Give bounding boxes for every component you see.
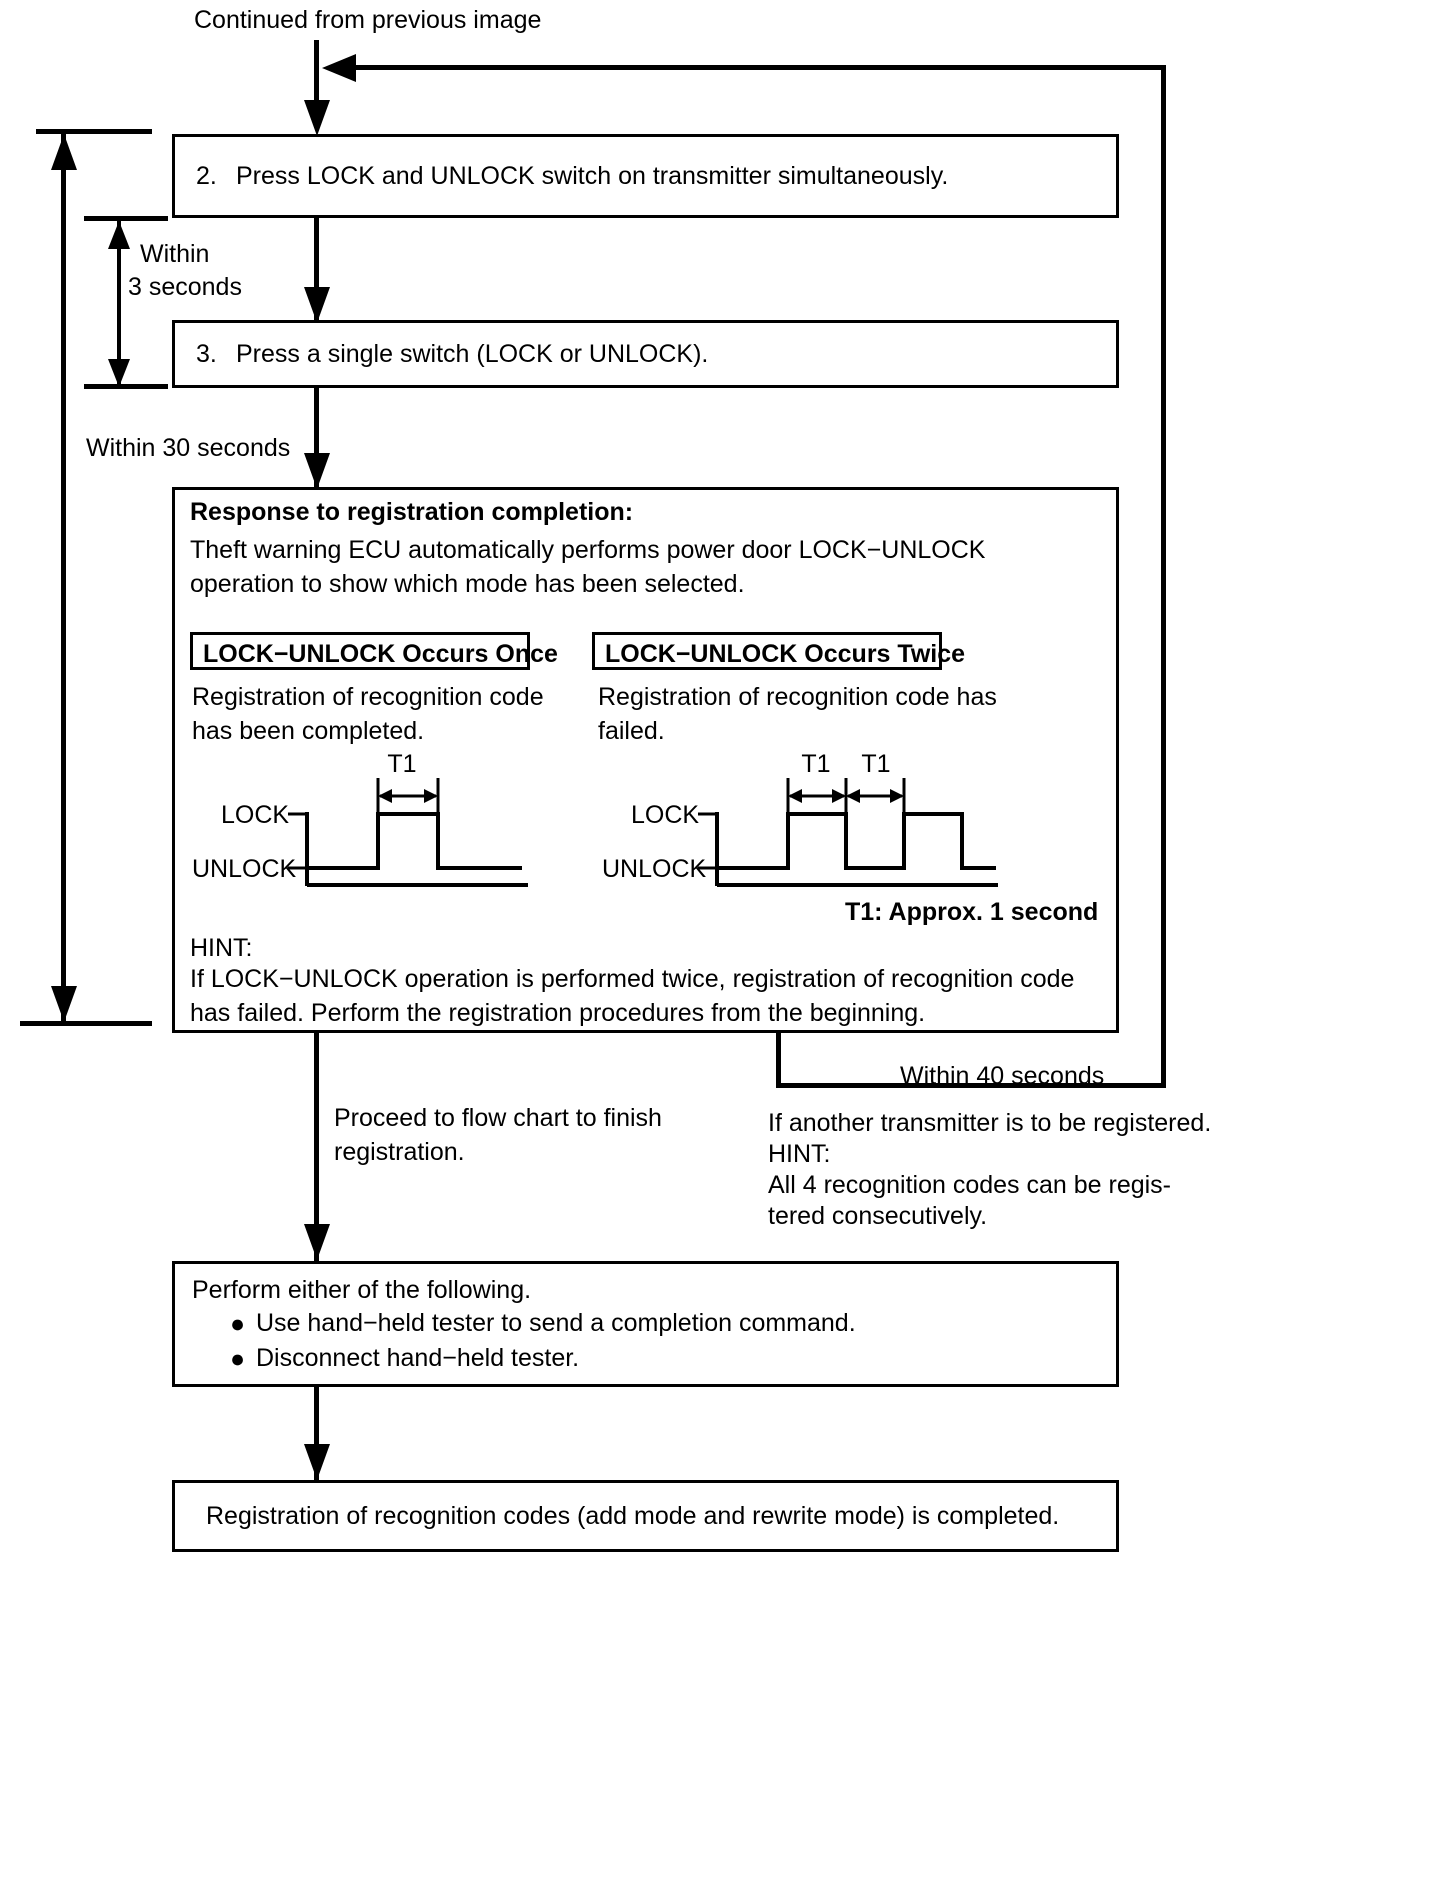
continued-note: Continued from previous image [194, 6, 542, 34]
svg-text:T1: T1 [387, 752, 416, 778]
waveform-occurs-once: T1 [210, 750, 540, 892]
branch-right-hint-label: HINT: [768, 1140, 831, 1168]
t1-note: T1: Approx. 1 second [845, 898, 1099, 926]
step-2-box [172, 134, 1119, 218]
case-twice-description: Registration of recognition code has fai… [598, 683, 997, 745]
label-within-3-seconds-line2: 3 seconds [128, 273, 242, 301]
branch-right-text-line2: All 4 recognition codes can be regis- [768, 1171, 1172, 1199]
branch-right-text-line3: tered consecutively. [768, 1202, 988, 1230]
bracket30-bottom-tick [20, 1021, 152, 1026]
step-3-text: Press a single switch (LOCK or UNLOCK). [236, 340, 709, 368]
final-steps-box [172, 1261, 1119, 1387]
step-3-box [172, 320, 1119, 388]
final-steps-bullet-2-glyph: ● [230, 1345, 246, 1373]
tag-occurs-once: LOCK−UNLOCK Occurs Once [190, 632, 558, 670]
label-within-30-seconds: Within 30 seconds [86, 434, 291, 462]
arrowhead-into-step2 [304, 100, 330, 136]
waveform-once-label-unlock: UNLOCK [192, 855, 297, 883]
connector-step2-to-step3 [314, 218, 319, 322]
branch-left-text-line2: registration. [334, 1138, 465, 1166]
bracket3-vertical [117, 221, 121, 387]
end-box-text: Registration of recognition codes (add m… [206, 1502, 1060, 1530]
branch-right-text-line1: If another transmitter is to be register… [768, 1109, 1212, 1137]
response-body: Theft warning ECU automatically performs… [190, 536, 986, 598]
final-steps-lead: Perform either of the following. [192, 1276, 532, 1304]
svg-text:T1: T1 [801, 752, 830, 778]
connector-to-final-steps [314, 1033, 319, 1261]
svg-text:T1: T1 [861, 752, 890, 778]
final-steps-bullet-2: Disconnect hand−held tester. [256, 1344, 580, 1372]
response-hint-label: HINT: [190, 934, 253, 962]
arrowhead-return-loop [322, 54, 356, 82]
arrowhead-into-step3 [304, 287, 330, 323]
case-once-description: Registration of recognition code has bee… [192, 683, 544, 745]
arrowhead-bracket3-bottom [108, 359, 130, 387]
arrowhead-bracket3-top [108, 221, 130, 249]
step-3-number: 3. [196, 340, 217, 368]
bracket30-top-tick [36, 129, 152, 134]
arrowhead-bracket30-top [51, 134, 77, 170]
final-steps-bullet-1-glyph: ● [230, 1310, 246, 1338]
bracket30-vertical [61, 134, 66, 1022]
arrowhead-bracket30-bottom [51, 986, 77, 1022]
step-2-text: Press LOCK and UNLOCK switch on transmit… [236, 162, 949, 190]
step-2-number: 2. [196, 162, 217, 190]
return-loop-horizontal [330, 65, 1166, 70]
connector-step3-to-response [314, 388, 319, 490]
waveform-once-label-lock: LOCK [221, 801, 290, 829]
final-steps-bullet-1: Use hand−held tester to send a completio… [256, 1309, 856, 1337]
arrowhead-into-final-steps [304, 1224, 330, 1260]
connector-right-branch-vertical [776, 1033, 781, 1088]
tag-occurs-twice: LOCK−UNLOCK Occurs Twice [592, 632, 965, 670]
bracket3-top-tick [84, 216, 168, 221]
waveform-twice-label-unlock: UNLOCK [602, 855, 707, 883]
arrowhead-into-end-box [304, 1444, 330, 1480]
return-loop-right-vertical [1161, 65, 1166, 1085]
end-box [172, 1480, 1119, 1552]
connector-right-branch-horizontal [776, 1083, 1166, 1088]
waveform-occurs-twice: T1 T1 [620, 750, 1010, 892]
waveform-twice-label-lock: LOCK [631, 801, 700, 829]
label-within-40-seconds: Within 40 seconds [900, 1062, 1105, 1090]
connector-note-to-step2 [314, 40, 319, 128]
branch-left-text-line1: Proceed to flow chart to finish [334, 1104, 662, 1132]
response-box [172, 487, 1119, 1033]
response-hint-text: If LOCK−UNLOCK operation is performed tw… [190, 965, 1075, 1027]
response-heading: Response to registration completion: [190, 498, 634, 526]
arrowhead-into-response [304, 453, 330, 489]
label-within-3-seconds-line1: Within [140, 240, 210, 268]
